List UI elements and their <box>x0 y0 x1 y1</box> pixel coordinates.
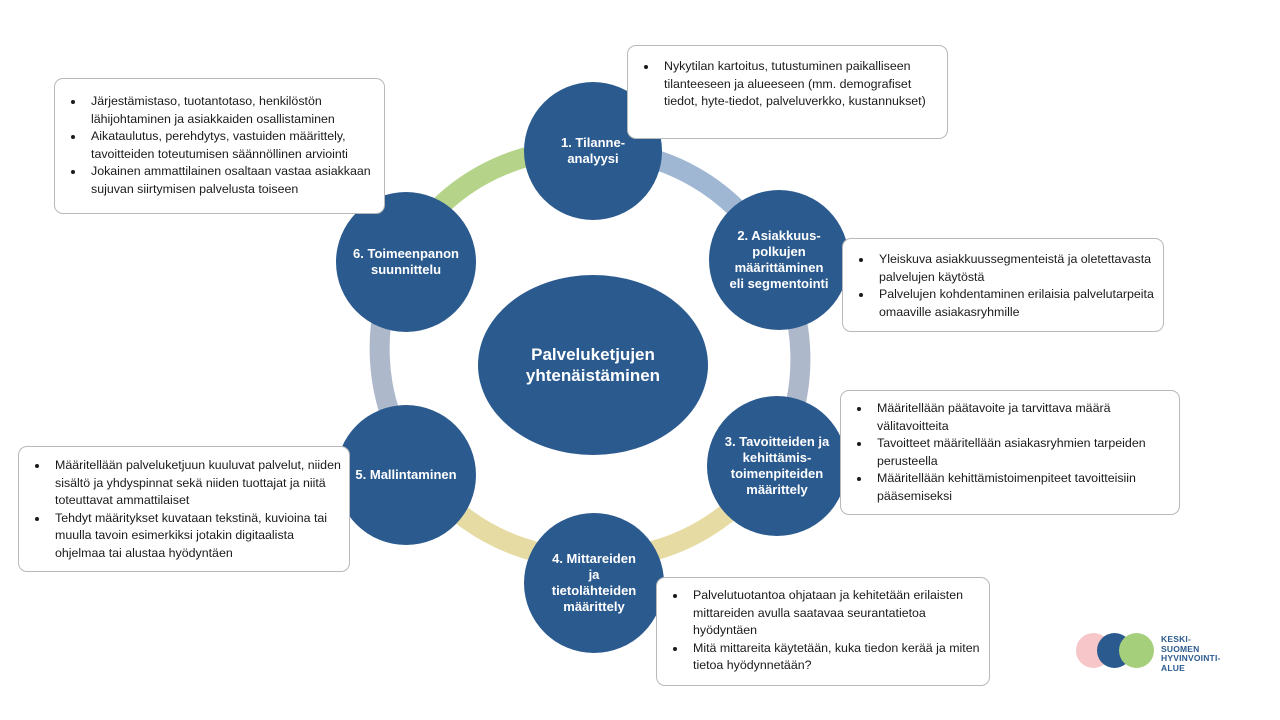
center-circle: Palveluketjujen yhtenäistäminen <box>478 275 708 455</box>
step-2-label-line: eli segmentointi <box>729 275 829 291</box>
logo-circle-green <box>1119 633 1154 668</box>
callout-4-bullet: Palvelutuotantoa ohjataan ja kehitetään … <box>687 587 981 640</box>
callout-6-bullet: Jokainen ammattilainen osaltaan vastaa a… <box>85 163 376 198</box>
step-3-label-line: kehittämis- <box>742 450 812 466</box>
callout-6-bullet: Järjestämistaso, tuotantotaso, henkilöst… <box>85 93 376 128</box>
step-1-label-line: 1. Tilanne- <box>560 135 626 151</box>
logo-wordmark: KESKI- SUOMEN HYVINVOINTI- ALUE <box>1161 634 1221 673</box>
center-title-line-2: yhtenäistäminen <box>525 366 661 385</box>
step-4-label-line: 4. Mittareiden <box>552 551 636 567</box>
step-3-label-line: määrittely <box>746 481 808 497</box>
callout-step-2: Yleiskuva asiakkuussegmenteistä ja olete… <box>842 238 1164 332</box>
step-6-label-line: suunnittelu <box>370 262 442 277</box>
logo-text-line: ALUE <box>1161 662 1185 673</box>
step-node-3: 3. Tavoitteiden ja kehittämis- toimenpit… <box>707 396 847 536</box>
callout-3-bullet: Tavoitteet määritellään asiakasryhmien t… <box>871 435 1171 470</box>
step-node-6: 6. Toimeenpanon suunnittelu <box>336 192 476 332</box>
callout-5-bullet: Tehdyt määritykset kuvataan tekstinä, ku… <box>49 510 341 563</box>
callout-step-3: Määritellään päätavoite ja tarvittava mä… <box>840 390 1180 515</box>
callout-3-bullet: Määritellään päätavoite ja tarvittava mä… <box>871 400 1171 435</box>
logo-text-line: SUOMEN <box>1161 643 1200 654</box>
organization-logo: KESKI- SUOMEN HYVINVOINTI- ALUE <box>1076 632 1236 672</box>
callout-6-bullet: Aikataulutus, perehdytys, vastuiden määr… <box>85 128 376 163</box>
callout-2-bullet: Palvelujen kohdentaminen erilaisia palve… <box>873 286 1155 321</box>
callout-step-1: Nykytilan kartoitus, tutustuminen paikal… <box>627 45 948 139</box>
step-2-label-line: 2. Asiakkuus- <box>737 228 821 244</box>
step-2-label-line: määrittäminen <box>734 260 824 275</box>
step-1-label-line: analyysi <box>567 151 619 166</box>
step-5-label-line: 5. Mallintaminen <box>355 467 457 483</box>
logo-text-line: KESKI- <box>1161 634 1192 644</box>
callout-5-bullet: Määritellään palveluketjuun kuuluvat pal… <box>49 457 341 510</box>
callout-2-bullet: Yleiskuva asiakkuussegmenteistä ja olete… <box>873 251 1155 286</box>
logo-text-line: HYVINVOINTI- <box>1161 653 1221 664</box>
callout-step-6: Järjestämistaso, tuotantotaso, henkilöst… <box>54 78 385 214</box>
step-2-label-line: polkujen <box>752 244 806 260</box>
step-node-4: 4. Mittareiden ja tietolähteiden määritt… <box>524 513 664 653</box>
step-3-label-line: 3. Tavoitteiden ja <box>724 434 830 450</box>
callout-step-4: Palvelutuotantoa ohjataan ja kehitetään … <box>656 577 990 686</box>
callout-4-bullet: Mitä mittareita käytetään, kuka tiedon k… <box>687 640 981 675</box>
step-node-2: 2. Asiakkuus- polkujen määrittäminen eli… <box>709 190 849 330</box>
step-node-5: 5. Mallintaminen <box>336 405 476 545</box>
step-6-label-line: 6. Toimeenpanon <box>353 246 459 262</box>
step-3-label-line: toimenpiteiden <box>730 466 824 481</box>
callout-step-5: Määritellään palveluketjuun kuuluvat pal… <box>18 446 350 572</box>
step-4-label-line: määrittely <box>563 598 625 614</box>
step-4-label-line: tietolähteiden <box>551 583 637 598</box>
callout-1-bullet: Nykytilan kartoitus, tutustuminen paikal… <box>658 58 939 111</box>
center-title-line-1: Palveluketjujen <box>531 344 655 364</box>
step-4-label-line: ja <box>588 567 600 583</box>
callout-3-bullet: Määritellään kehittämistoimenpiteet tavo… <box>871 470 1171 505</box>
